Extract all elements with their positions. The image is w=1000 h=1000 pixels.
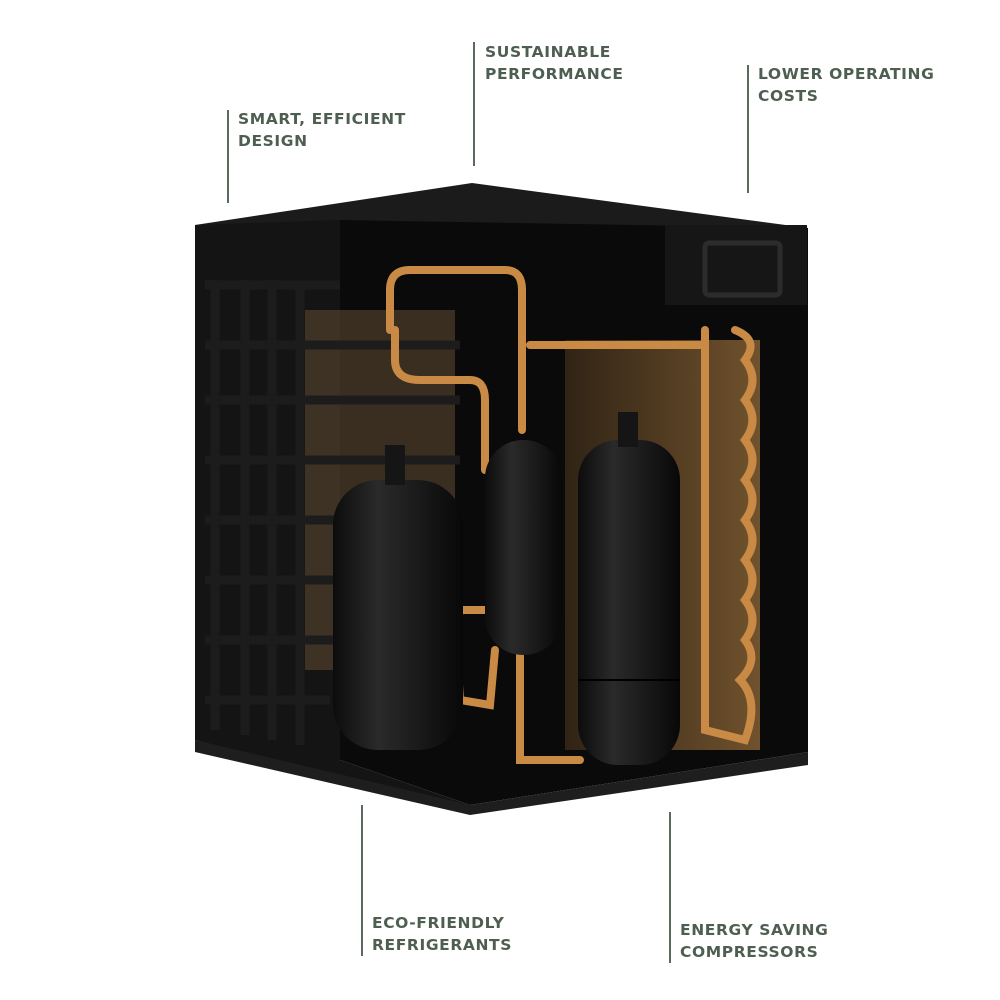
callout-text-line: PERFORMANCE [485, 65, 624, 83]
copper-pipes [386, 266, 757, 764]
callout-line-smart-design [227, 110, 229, 203]
callout-text-line: ECO-FRIENDLY [372, 914, 505, 932]
control-box [665, 225, 807, 305]
callout-eco-refrigerants: ECO-FRIENDLY REFRIGERANTS [372, 912, 512, 956]
callout-smart-design: SMART, EFFICIENT DESIGN [238, 108, 406, 152]
unit-base [195, 740, 808, 815]
callout-text-line: COMPRESSORS [680, 943, 819, 961]
callout-line-energy-compressors [669, 812, 671, 963]
callout-text-line: DESIGN [238, 132, 308, 150]
callout-text-line: SUSTAINABLE [485, 43, 611, 61]
compressor-left [333, 480, 463, 750]
callout-text-line: COSTS [758, 87, 819, 105]
callout-text-line: SMART, EFFICIENT [238, 110, 406, 128]
compressor-right [578, 440, 680, 765]
callout-sustainable-performance: SUSTAINABLE PERFORMANCE [485, 41, 624, 85]
callout-text-line: ENERGY SAVING [680, 921, 829, 939]
callout-text-line: LOWER OPERATING [758, 65, 935, 83]
accumulator [485, 440, 562, 655]
grille-bars [205, 280, 460, 745]
callout-lower-costs: LOWER OPERATING COSTS [758, 63, 934, 107]
handle [702, 240, 783, 298]
callout-line-eco-refrigerants [361, 805, 363, 956]
callout-line-sustainable-performance [473, 42, 475, 166]
callout-energy-compressors: ENERGY SAVING COMPRESSORS [680, 919, 828, 963]
callout-text-line: REFRIGERANTS [372, 936, 512, 954]
callout-line-lower-costs [747, 65, 749, 193]
